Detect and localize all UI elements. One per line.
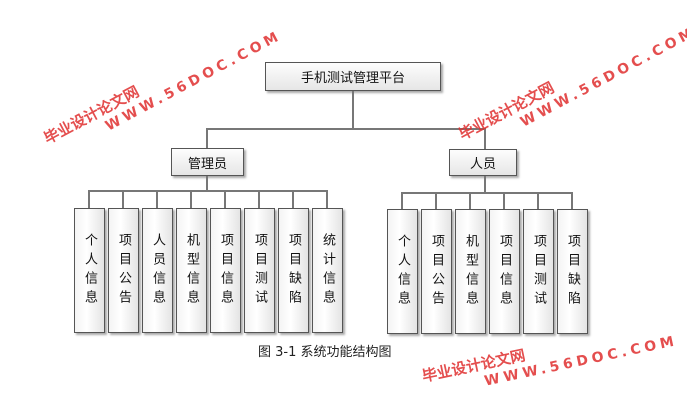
connector [292, 190, 294, 208]
function-node: 项目信息 [210, 208, 241, 333]
function-label: 项目信息 [218, 232, 233, 309]
function-node: 项目公告 [108, 208, 139, 333]
admin-label: 管理员 [187, 156, 227, 172]
connector [156, 190, 158, 208]
connector [88, 190, 90, 208]
connector [401, 192, 573, 194]
function-node: 个人信息 [387, 209, 418, 334]
function-node: 人员信息 [142, 208, 173, 333]
function-node: 项目缺陷 [278, 208, 309, 333]
function-label: 项目公告 [116, 232, 131, 309]
connector [469, 192, 471, 209]
connector [190, 190, 192, 208]
function-label: 机型信息 [184, 232, 199, 309]
connector [401, 192, 403, 209]
connector [484, 128, 486, 149]
connector [352, 91, 354, 129]
function-label: 机型信息 [463, 233, 478, 310]
connector [435, 192, 437, 209]
connector [224, 190, 226, 208]
connector [326, 190, 328, 208]
connector [206, 128, 208, 148]
root-node: 手机测试管理平台 [265, 62, 441, 91]
function-label: 个人信息 [395, 233, 410, 310]
connector [537, 192, 539, 209]
function-node: 项目缺陷 [557, 209, 588, 334]
function-label: 个人信息 [82, 232, 97, 309]
function-node: 项目测试 [523, 209, 554, 334]
function-node: 个人信息 [74, 208, 105, 333]
connector [484, 176, 486, 192]
function-label: 项目缺陷 [565, 233, 580, 310]
function-label: 项目缺陷 [286, 232, 301, 309]
admin-node: 管理员 [171, 148, 244, 176]
function-label: 项目信息 [497, 233, 512, 310]
connector [206, 176, 208, 190]
function-label: 项目测试 [252, 232, 267, 309]
function-node: 项目公告 [421, 209, 452, 334]
connector [571, 192, 573, 209]
root-label: 手机测试管理平台 [300, 71, 405, 86]
function-label: 统计信息 [320, 232, 335, 309]
function-node: 机型信息 [455, 209, 486, 334]
function-label: 人员信息 [150, 232, 165, 309]
user-label: 人员 [469, 157, 496, 172]
function-label: 项目测试 [531, 233, 546, 310]
function-node: 项目信息 [489, 209, 520, 334]
connector [88, 190, 328, 192]
figure-caption: 图 3-1 系统功能结构图 [258, 345, 392, 360]
function-node: 统计信息 [312, 208, 343, 333]
connector [503, 192, 505, 209]
function-label: 项目公告 [429, 233, 444, 310]
function-node: 机型信息 [176, 208, 207, 333]
user-node: 人员 [449, 149, 517, 176]
function-node: 项目测试 [244, 208, 275, 333]
connector [122, 190, 124, 208]
connector [206, 128, 486, 130]
connector [258, 190, 260, 208]
